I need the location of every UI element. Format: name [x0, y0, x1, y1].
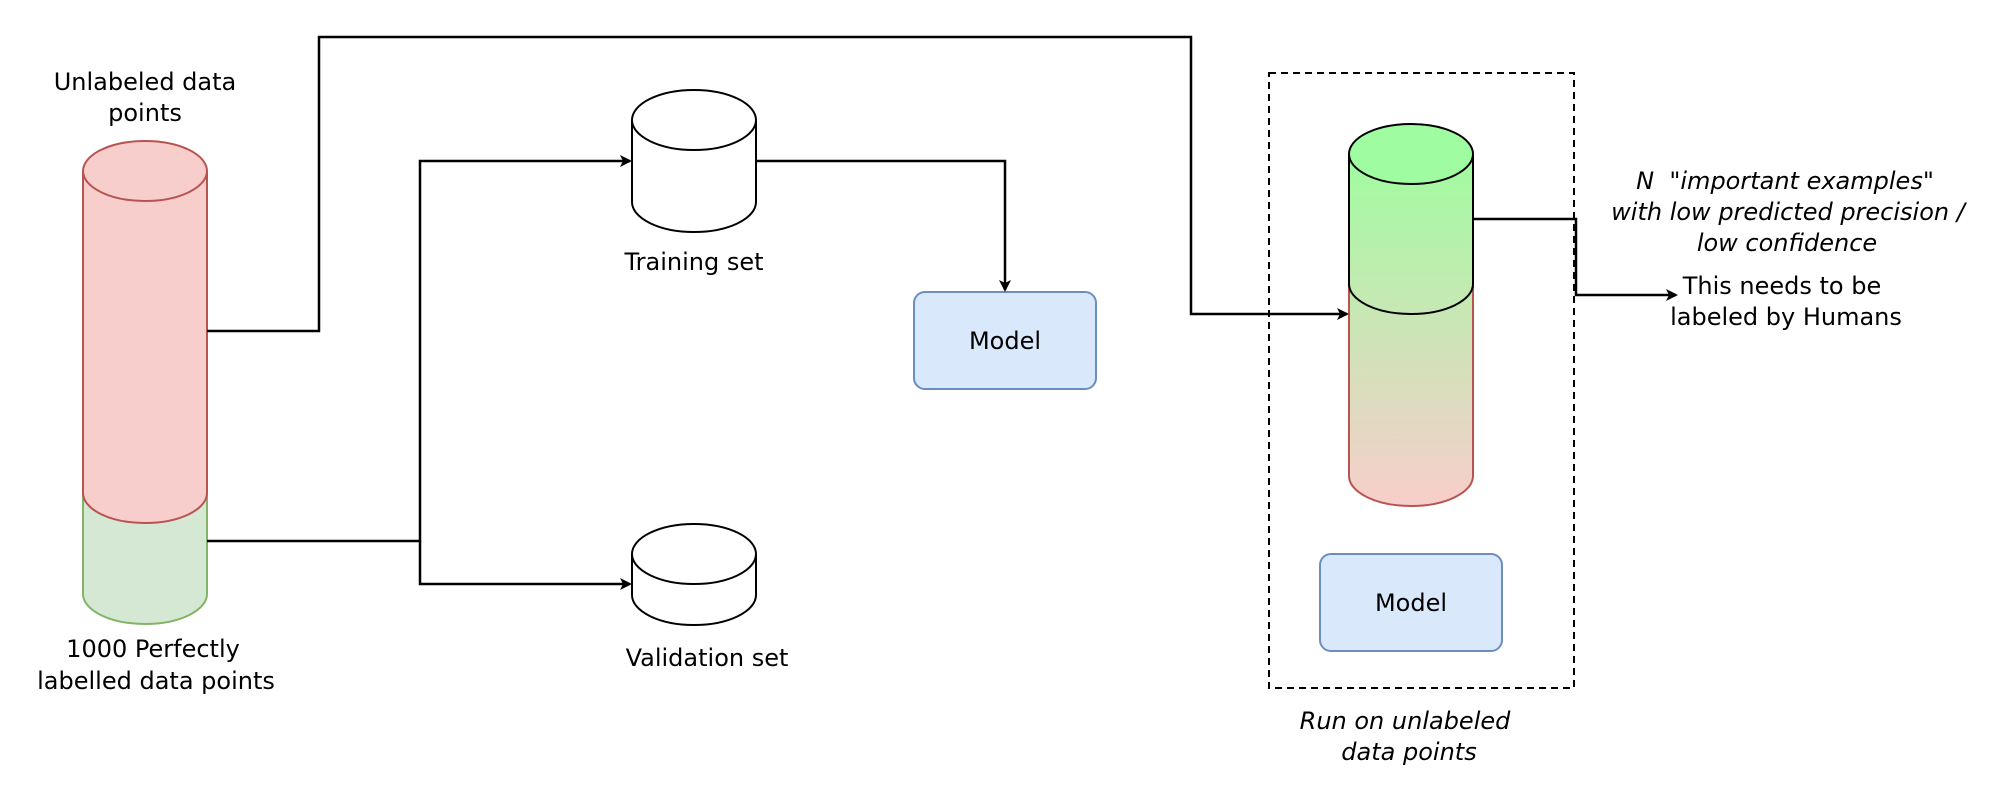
inner-model-box-label: Model	[1375, 589, 1447, 617]
training-set-body	[631, 120, 757, 233]
validation-set-cylinder	[631, 523, 757, 626]
unlabeled-to-inference-connector	[207, 35, 1349, 333]
prediction-results-top	[1348, 123, 1474, 185]
important-examples-label-line3: low confidence	[1697, 229, 1877, 257]
training-set-label: Training set	[623, 248, 763, 276]
important-examples-to-humans-connector	[1473, 217, 1678, 301]
inference-container	[1268, 72, 1575, 689]
labeled-to-validation-connector	[418, 541, 632, 590]
training-to-model-connector	[756, 159, 1011, 292]
labeled-segment-body	[82, 487, 208, 625]
perfect-labels-label-line1: 1000 Perfectly	[66, 635, 240, 663]
validation-set-label: Validation set	[626, 644, 789, 672]
prediction-results-cylinder	[1348, 123, 1474, 507]
perfect-labels-label-line2: labelled data points	[37, 667, 275, 695]
human-labeling-label-line1: This needs to be	[1682, 272, 1882, 300]
training-set-top	[631, 89, 757, 151]
prediction-results-body	[1348, 154, 1474, 507]
important-examples-label-line1: N "important examples"	[1636, 167, 1934, 195]
model-box	[913, 291, 1097, 390]
unlabeled-segment-top	[82, 140, 208, 202]
important-examples-label-line2: with low predicted precision /	[1611, 198, 1968, 226]
model-box-label: Model	[969, 327, 1041, 355]
unlabeled-segment-body	[82, 171, 208, 524]
human-labeling-label-line2: labeled by Humans	[1670, 303, 1902, 331]
unlabeled-data-label-line2: points	[108, 99, 182, 127]
unlabeled-data-label-line1: Unlabeled data	[54, 68, 237, 96]
data-pool-cylinder	[82, 140, 208, 625]
inner-model-box	[1319, 553, 1503, 652]
validation-set-top	[631, 523, 757, 585]
labeled-to-training-connector	[207, 155, 632, 543]
run-on-unlabeled-label-line1: Run on unlabeled	[1300, 707, 1511, 735]
run-on-unlabeled-label-line2: data points	[1341, 738, 1476, 766]
training-set-cylinder	[631, 89, 757, 233]
important-examples-segment-body	[1348, 154, 1474, 315]
